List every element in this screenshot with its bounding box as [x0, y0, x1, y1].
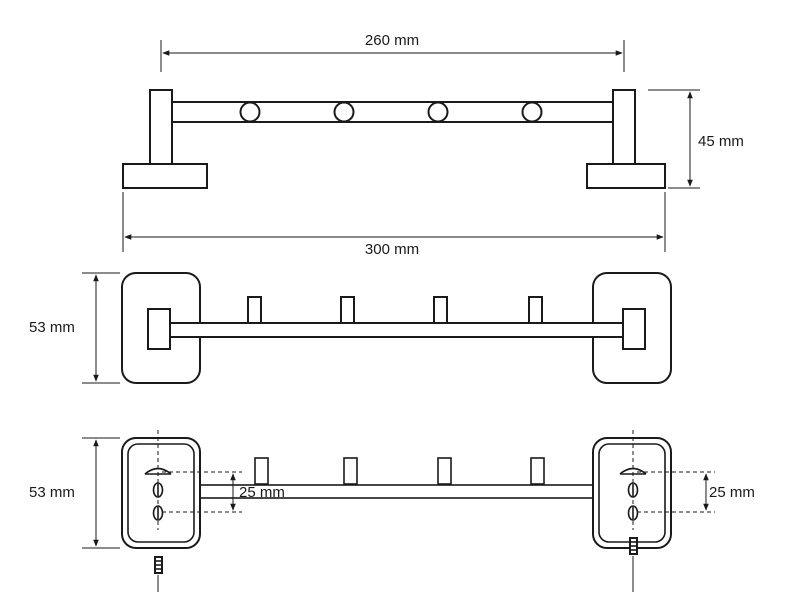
- dimension-53-bottom: 53 mm: [29, 437, 120, 549]
- dimension-label: 53 mm: [29, 319, 75, 336]
- top-bar: [171, 101, 614, 123]
- left-post: [149, 89, 173, 165]
- middle-view: 53 mm: [29, 272, 672, 384]
- dimension-260: 260 mm: [160, 32, 625, 72]
- hook: [530, 457, 545, 485]
- hook: [528, 296, 543, 324]
- hook-knob: [239, 101, 261, 123]
- left-post-cap: [147, 308, 171, 350]
- bottom-view: 25 mm 25 mm 53 mm: [29, 430, 755, 592]
- screw-hole: [152, 505, 164, 521]
- right-base-plate: [586, 163, 666, 189]
- dimension-label: 260 mm: [365, 32, 419, 49]
- hook: [254, 457, 269, 485]
- left-back-plate: [121, 430, 201, 592]
- hook: [340, 296, 355, 324]
- left-base-plate: [122, 163, 208, 189]
- dimension-45: 45 mm: [648, 89, 744, 189]
- hook: [433, 296, 448, 324]
- hook-knob: [427, 101, 449, 123]
- right-post-cap: [622, 308, 646, 350]
- right-post: [612, 89, 636, 165]
- hook: [343, 457, 358, 485]
- screw-hole: [627, 505, 639, 521]
- hook-knob: [333, 101, 355, 123]
- dimension-53-middle: 53 mm: [29, 272, 120, 384]
- dimension-label: 25 mm: [709, 484, 755, 501]
- dimension-300: 300 mm: [122, 192, 666, 258]
- dimension-25-right: 25 mm: [637, 471, 755, 513]
- right-back-plate: [592, 430, 672, 592]
- dimension-label: 300 mm: [365, 241, 419, 258]
- dimension-25-left: 25 mm: [162, 471, 285, 513]
- dimension-label: 25 mm: [239, 484, 285, 501]
- hook: [247, 296, 262, 324]
- dimension-label: 45 mm: [698, 133, 744, 150]
- hook: [437, 457, 452, 485]
- top-view: 260 mm 45 mm 300 mm: [122, 32, 744, 258]
- middle-bar: [169, 322, 624, 338]
- dimension-label: 53 mm: [29, 484, 75, 501]
- hook-knob: [521, 101, 543, 123]
